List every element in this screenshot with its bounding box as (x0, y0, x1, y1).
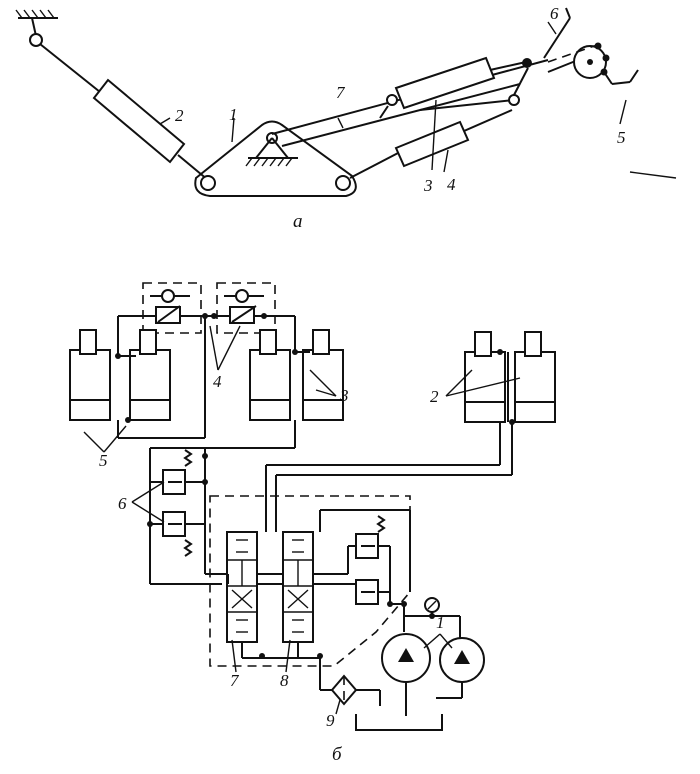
caption-b: б (332, 744, 343, 765)
label-a-3: 3 (423, 176, 433, 195)
label-a-6: 6 (550, 4, 559, 23)
leader-b-8 (285, 639, 291, 673)
stray-mark (629, 171, 677, 179)
leader-b-4a (209, 325, 219, 371)
pressure-valve-6-lower (162, 511, 193, 557)
label-b-6: 6 (118, 494, 127, 513)
label-b-4: 4 (213, 372, 222, 391)
leader-b-3b (315, 389, 337, 397)
label-b-9: 9 (326, 711, 335, 730)
cylinder-group-2 (464, 331, 556, 425)
filter-9 (319, 658, 381, 706)
leader-3 (431, 99, 437, 171)
leader-b-1b (439, 633, 453, 649)
leader-b-6a (131, 481, 165, 503)
distributor-8 (282, 531, 314, 643)
leader-1 (231, 117, 235, 143)
leader-6 (547, 21, 557, 35)
label-b-3: 3 (339, 386, 349, 405)
label-a-7: 7 (336, 83, 346, 102)
cylinder-4 (349, 109, 513, 179)
cylinder-3 (379, 56, 532, 119)
label-b-2: 2 (430, 387, 439, 406)
pump-group-1 (381, 597, 485, 716)
caption-a: а (293, 211, 303, 232)
leader-b-7 (231, 639, 237, 673)
hydraulic-circuit: 4 3 2 5 6 1 7 8 9 б (69, 282, 556, 765)
label-b-7: 7 (230, 671, 240, 690)
label-a-1: 1 (229, 105, 238, 124)
cylinder-2 (39, 43, 209, 181)
throttle-check-valve-left (142, 282, 202, 334)
label-a-2: 2 (175, 106, 184, 125)
relief-valve-lower (355, 579, 379, 605)
cylinder-group-3 (249, 316, 344, 448)
label-b-1: 1 (436, 613, 445, 632)
label-a-5: 5 (617, 128, 626, 147)
leader-b-2b (445, 377, 521, 397)
leader-b-5b (103, 425, 127, 453)
leader-b-1a (423, 633, 441, 649)
cylinder-group-5 (69, 316, 206, 439)
leader-b-5a (83, 431, 105, 453)
label-b-8: 8 (280, 671, 289, 690)
pressure-valve-6-upper (162, 449, 193, 495)
triangular-lever-1 (194, 120, 357, 197)
leader-5 (619, 99, 627, 125)
leader-4 (443, 149, 449, 173)
ground-support-top-left (15, 9, 58, 47)
distributor-7 (226, 531, 258, 643)
throttle-check-valve-right (216, 282, 276, 334)
leader-b-4b (217, 325, 241, 371)
leader-2 (159, 117, 171, 125)
relief-valve-upper (355, 515, 386, 559)
leader-b-3a (309, 369, 337, 397)
mechanism-diagram: 2 1 7 3 4 5 6 а (15, 4, 677, 232)
leader-b-2a (445, 369, 473, 397)
leader-b-6b (131, 501, 165, 523)
distributor-block-outline (209, 495, 411, 667)
label-b-5: 5 (99, 451, 108, 470)
tank (355, 714, 443, 731)
leader-b-9 (335, 699, 341, 715)
label-a-4: 4 (447, 175, 456, 194)
bucket-assembly (543, 7, 639, 85)
